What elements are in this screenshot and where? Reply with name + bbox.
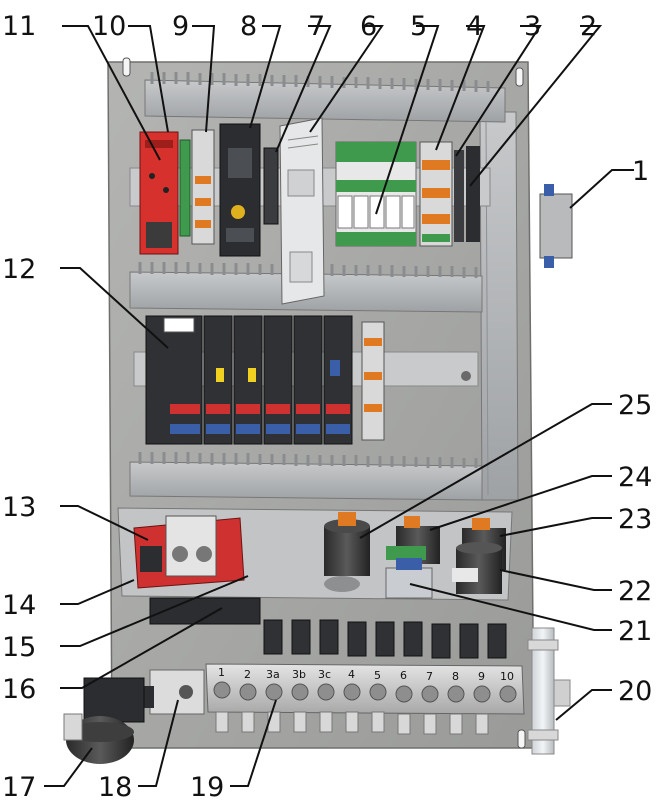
wire-duct-bottom: [129, 452, 483, 501]
callout-24: 24: [429, 462, 652, 531]
red-pressure-module: [133, 515, 245, 589]
callout-number-6: 6: [360, 11, 377, 42]
callout-number-10: 10: [92, 11, 126, 42]
terminal-end-2: [466, 146, 480, 242]
terminal-end-3: [454, 150, 464, 242]
plc-rack: [145, 315, 385, 445]
red-control-module: [139, 131, 179, 255]
valve-label-4: 4: [348, 668, 355, 681]
inline-filter: [527, 627, 571, 755]
callout-number-20: 20: [618, 676, 652, 707]
callout-number-3: 3: [524, 11, 541, 42]
valve-block-16: [149, 597, 261, 625]
pressure-regulator-22: [452, 542, 502, 594]
callout-10: 10: [92, 11, 169, 133]
callout-4: 4: [435, 11, 486, 151]
valve-label-3c: 3c: [318, 668, 331, 681]
callout-22: 22: [499, 569, 652, 607]
callout-19: 19: [190, 699, 277, 803]
callout-number-18: 18: [98, 772, 132, 803]
dark-relay-module: [219, 123, 261, 257]
callout-number-7: 7: [308, 11, 325, 42]
valve-label-3a: 3a: [266, 668, 280, 681]
callout-15: 15: [2, 575, 249, 663]
terminal-block-group-4: [419, 141, 453, 247]
callout-number-13: 13: [2, 492, 36, 523]
callout-number-1: 1: [632, 156, 649, 187]
regulator-17: [63, 677, 145, 764]
solenoid-valves: [263, 619, 507, 659]
flow-block-21: [385, 558, 433, 599]
callout-number-5: 5: [410, 11, 427, 42]
valve-label-6: 6: [400, 669, 407, 682]
callout-5: 5: [375, 11, 440, 215]
callout-number-9: 9: [172, 11, 189, 42]
callout-number-24: 24: [618, 462, 652, 493]
callout-number-14: 14: [2, 590, 36, 621]
callout-23: 23: [499, 504, 652, 537]
valve-label-7: 7: [426, 670, 433, 683]
valve-label-5: 5: [374, 669, 381, 682]
wire-duct-top: [144, 72, 506, 123]
callout-number-19: 19: [190, 772, 224, 803]
callout-number-11: 11: [2, 11, 36, 42]
valve-label-10: 10: [500, 670, 514, 683]
callout-20: 20: [555, 676, 652, 721]
callout-2: 2: [469, 11, 603, 187]
valve-manifold: [205, 663, 525, 715]
callout-11: 11: [2, 11, 161, 161]
rail-screw: [461, 371, 471, 381]
plate-hole: [324, 576, 360, 592]
manifold-fittings: [215, 711, 489, 735]
side-mounted-box: [539, 184, 573, 268]
valve-label-2: 2: [244, 668, 251, 681]
callout-number-23: 23: [618, 504, 652, 535]
terminal-block-group-9: [191, 129, 215, 245]
narrow-terminal-7: [263, 147, 279, 225]
callout-12: 12: [2, 254, 169, 349]
callout-6: 6: [309, 11, 384, 133]
callout-number-2: 2: [580, 11, 597, 42]
valve-port-labels: 1 2 3a 3b 3c 4 5 6 7 8 9 10: [218, 666, 514, 683]
valve-label-3b: 3b: [292, 668, 306, 681]
relay-bank: [335, 141, 417, 247]
manifold-ports: [213, 681, 517, 703]
sensor-module-24: [386, 516, 440, 564]
callout-8: 8: [240, 11, 282, 129]
callout-14: 14: [2, 579, 135, 621]
callout-9: 9: [172, 11, 216, 133]
green-terminal-strip: [179, 139, 191, 237]
callout-3: 3: [455, 11, 542, 157]
callout-number-8: 8: [240, 11, 257, 42]
callout-number-17: 17: [2, 772, 36, 803]
callout-number-4: 4: [466, 11, 483, 42]
cylinder-sensor-25: [324, 512, 370, 576]
callout-number-15: 15: [2, 632, 36, 663]
callout-16: 16: [2, 607, 223, 705]
callout-21: 21: [409, 583, 652, 647]
callout-number-21: 21: [618, 616, 652, 647]
valve-label-1: 1: [218, 666, 225, 679]
callout-number-22: 22: [618, 576, 652, 607]
callout-1: 1: [569, 156, 649, 209]
callout-7: 7: [275, 11, 332, 153]
valve-label-8: 8: [452, 670, 459, 683]
power-supply-unit: [279, 117, 325, 305]
callout-number-12: 12: [2, 254, 36, 285]
callout-13: 13: [2, 492, 149, 541]
callout-17: 17: [2, 747, 93, 803]
valve-label-9: 9: [478, 670, 485, 683]
callout-18: 18: [98, 699, 179, 803]
callout-25: 25: [359, 390, 652, 539]
callout-number-16: 16: [2, 674, 36, 705]
callout-number-25: 25: [618, 390, 652, 421]
